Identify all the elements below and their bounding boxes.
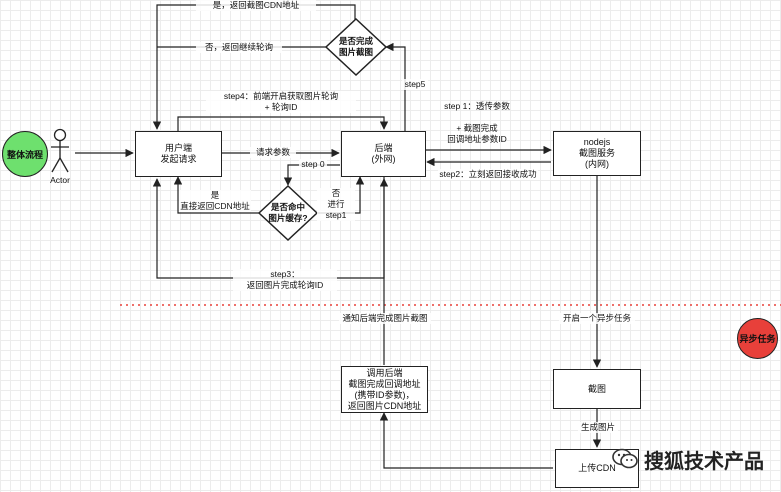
label-no-continue-poll: 否，返回继续轮询 [196,42,282,53]
label-step1: step 1：透传参数 + 截图完成 回调地址参数ID [444,101,510,144]
edge-backend-done [385,42,406,131]
edge-upload-callback [379,412,553,469]
label-step4: step4：前端开启获取图片轮询 + 轮询ID [206,91,356,113]
label-step0: step 0 [299,159,327,170]
edge-step4-poll [177,116,389,131]
label-no-step1: 否 进行 step1 [317,188,355,221]
screenshot-node: 截图 [553,369,641,409]
async-task-badge: 异步任务 [737,318,778,359]
label-yes-return-cdn: 是，返回截图CDN地址 [196,0,316,11]
label-generate-image: 生成图片 [578,422,618,433]
decision-cached-text: 是否命中 图片缓存? [268,202,308,223]
label-request-params: 请求参数 [250,147,296,158]
backend-node: 后端 (外网) [341,131,426,177]
actor-label: Actor [50,175,70,185]
label-step3: step3： 返回图片完成轮询ID [233,269,337,291]
callback-node: 调用后端 截图完成回调地址 (携带ID参数)， 返回图片CDN地址 [341,366,428,413]
label-step5: step5 [402,79,428,90]
decision-cached-shape [257,184,319,242]
async-task-label: 异步任务 [739,334,776,344]
decision-done-shape [324,17,388,77]
label-yes-direct-cdn: 是 直接返回CDN地址 [179,190,251,212]
overall-flow-label: 整体流程 [6,149,43,160]
label-notify-backend: 通知后端完成图片截图 [339,313,431,324]
decision-done-text: 是否完成 图片截图 [338,36,373,57]
overall-flow-badge: 整体流程 [2,131,48,177]
wechat-icon [612,448,638,469]
edge-cached-yes [173,176,259,214]
nodejs-node: nodejs 截图服务 (内网) [553,131,641,176]
client-node: 用户端 发起请求 [135,131,222,177]
label-start-async: 开启一个异步任务 [559,313,635,324]
actor-icon [51,128,69,173]
label-step2: step2：立刻返回接收成功 [438,169,538,180]
watermark: 搜狐技术产品 [612,444,764,474]
watermark-text: 搜狐技术产品 [644,448,764,473]
